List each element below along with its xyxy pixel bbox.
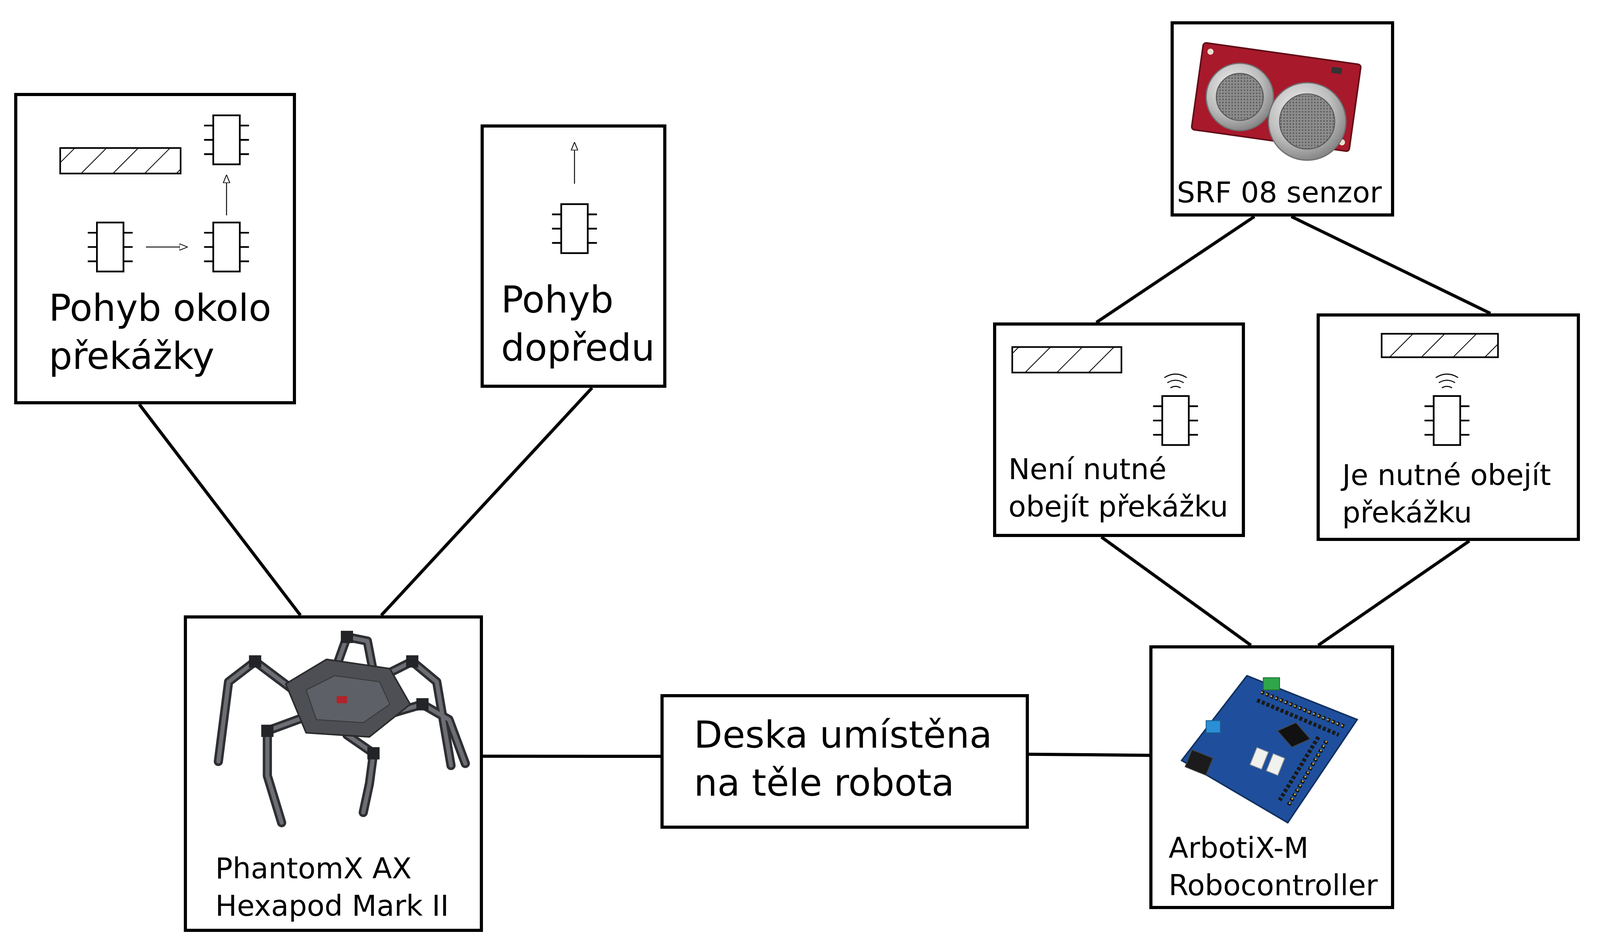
move-arrow — [573, 142, 575, 184]
box: Deska umístěna na těle robota — [660, 693, 1029, 829]
robot-symbol — [1424, 395, 1470, 445]
robot-symbol — [204, 222, 250, 272]
robot-symbol — [1153, 395, 1199, 445]
node-label: Pohyb okolo překážky — [48, 284, 293, 381]
robot-symbol — [204, 115, 250, 165]
connector-line — [381, 387, 593, 616]
connector-line — [139, 404, 301, 616]
box: PhantomX AX Hexapod Mark II — [183, 615, 483, 932]
signal-waves — [1435, 373, 1459, 388]
box: ArbotiX-M Robocontroller — [1149, 645, 1395, 909]
sensor-picture — [1191, 42, 1362, 161]
obstacle-symbol — [1012, 346, 1122, 373]
node-label: Je nutné obejít překážku — [1342, 456, 1579, 532]
box: Pohyb dopředu — [480, 124, 667, 388]
connector-line — [1318, 540, 1470, 646]
robot-symbol — [87, 222, 133, 272]
box: SRF 08 senzor — [1170, 21, 1395, 217]
hexapod-picture — [218, 630, 466, 823]
node-label: Pohyb dopředu — [501, 275, 667, 372]
move-arrow — [146, 246, 187, 248]
obstacle-symbol — [60, 147, 181, 174]
node-label: Deska umístěna na těle robota — [693, 710, 1009, 807]
box: Je nutné obejít překážku — [1316, 313, 1580, 541]
connector-line — [482, 754, 661, 758]
signal-waves — [1164, 373, 1187, 388]
node-label: PhantomX AX Hexapod Mark II — [215, 849, 468, 925]
connector-line — [1101, 536, 1251, 646]
node-label: ArbotiX-M Robocontroller — [1168, 829, 1390, 905]
box: Není nutné obejít překážku — [993, 322, 1245, 537]
node-label: Není nutné obejít překážku — [1008, 450, 1245, 526]
box: Pohyb okolo překážky — [14, 92, 296, 405]
connector-line — [1291, 216, 1491, 314]
robot-symbol — [552, 204, 598, 254]
connector-line — [1096, 216, 1255, 323]
move-arrow — [225, 175, 227, 216]
obstacle-symbol — [1381, 333, 1499, 358]
connector-line — [1028, 754, 1150, 756]
node-label: SRF 08 senzor — [1176, 173, 1391, 212]
controller-board-picture — [1181, 675, 1358, 823]
